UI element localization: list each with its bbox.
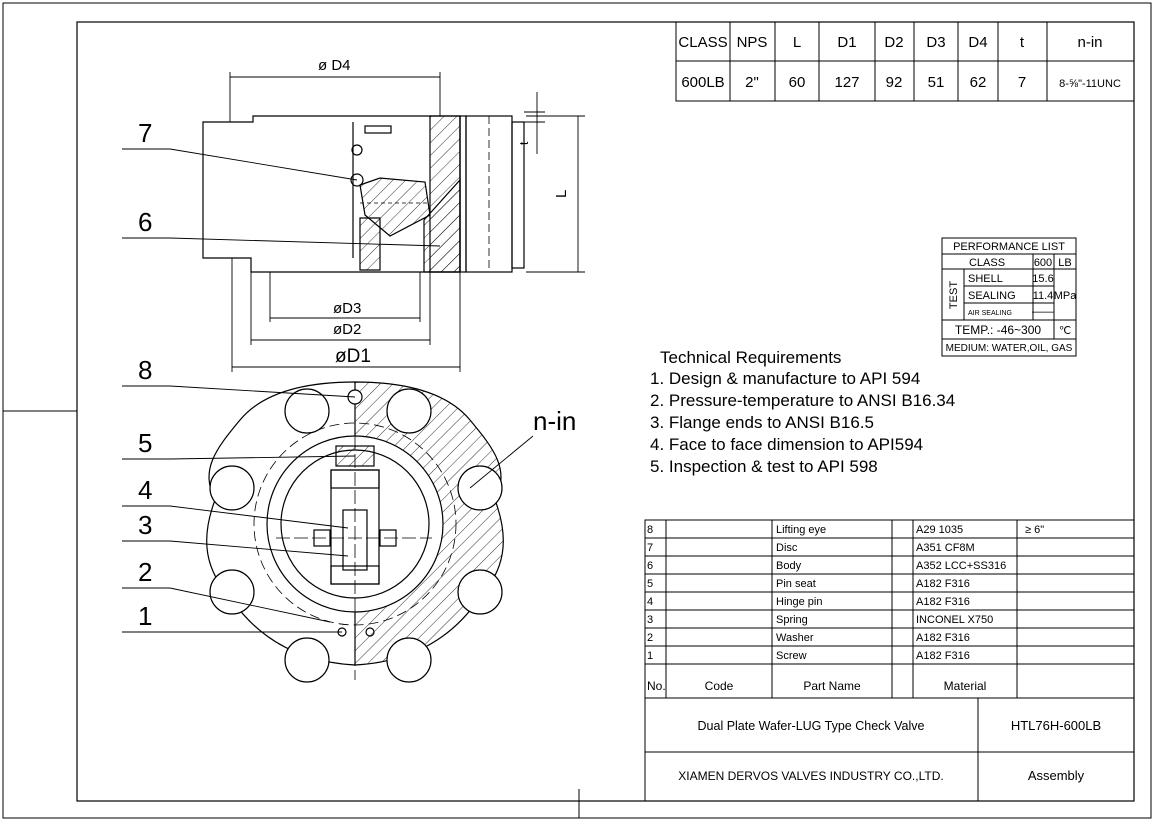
perf-temp: TEMP.: -46~300: [955, 323, 1041, 337]
bom-cell-no: 3: [647, 614, 653, 626]
bom-header-no: No.: [647, 679, 666, 693]
bom-cell-name: Spring: [776, 614, 808, 626]
requirement-3: 3. Flange ends to ANSI B16.5: [650, 413, 874, 432]
model-number: HTL76H-600LB: [1011, 718, 1101, 733]
bolt-holes: [209, 388, 503, 683]
bom-cell-no: 2: [647, 632, 653, 644]
bom-table: [644, 519, 1135, 802]
perf-temp-unit: ℃: [1059, 325, 1071, 337]
perf-class-label: CLASS: [969, 257, 1005, 269]
requirement-1: 1. Design & manufacture to API 594: [650, 369, 920, 388]
dim-header-nin: n-in: [1077, 34, 1102, 51]
bom-header-code: Code: [705, 679, 734, 693]
perf-air-label: AIR SEALING: [968, 310, 1012, 317]
bom-cell-material: A29 1035: [916, 524, 963, 536]
perf-test-label: TEST: [948, 281, 960, 309]
bom-cell-no: 7: [647, 542, 653, 554]
requirements-title: Technical Requirements: [660, 348, 841, 367]
bom-cell-name: Pin seat: [776, 578, 816, 590]
bom-header-material: Material: [944, 679, 987, 693]
callout-5: 5: [138, 428, 152, 458]
requirement-5: 5. Inspection & test to API 598: [650, 457, 878, 476]
dim-value-d2: 92: [886, 74, 903, 91]
bom-cell-no: 1: [647, 650, 653, 662]
label-d1: øD1: [335, 346, 371, 367]
dim-header-l: L: [793, 34, 801, 51]
dim-value-t: 7: [1018, 74, 1026, 91]
bom-cell-material: INCONEL X750: [916, 614, 993, 626]
bom-cell-note: ≥ 6": [1025, 524, 1044, 536]
callout-leaders: [122, 148, 441, 633]
dim-value-l: 60: [789, 74, 806, 91]
product-title: Dual Plate Wafer-LUG Type Check Valve: [698, 719, 925, 733]
callout-4: 4: [138, 475, 152, 505]
bom-cell-material: A182 F316: [916, 578, 970, 590]
bom-cell-material: A182 F316: [916, 650, 970, 662]
callout-2: 2: [138, 557, 152, 587]
dim-header-t: t: [1020, 34, 1025, 51]
bom-cell-no: 5: [647, 578, 653, 590]
perf-shell-label: SHELL: [968, 273, 1003, 285]
performance-table: [941, 237, 1077, 357]
label-t: t: [517, 141, 531, 145]
side-dimensions: [229, 72, 585, 372]
callout-1: 1: [138, 601, 152, 631]
dim-value-nps: 2": [745, 74, 759, 91]
requirement-2: 2. Pressure-temperature to ANSI B16.34: [650, 391, 955, 410]
callout-6: 6: [138, 207, 152, 237]
bom-cell-name: Body: [776, 560, 802, 572]
bom-cell-material: A351 CF8M: [916, 542, 975, 554]
dim-header-d4: D4: [968, 34, 987, 51]
bom-cell-name: Hinge pin: [776, 596, 822, 608]
dimension-table: [675, 21, 1135, 102]
sheet-type: Assembly: [1028, 768, 1085, 783]
perf-air-value: ——: [1032, 306, 1054, 318]
dim-value-class: 600LB: [681, 74, 724, 91]
perf-shell-value: 15.6: [1032, 273, 1053, 285]
perf-class-unit: LB: [1058, 257, 1071, 269]
bom-cell-material: A182 F316: [916, 596, 970, 608]
perf-pressure-unit: MPa: [1054, 290, 1078, 302]
label-d3: øD3: [333, 300, 361, 317]
bom-cell-no: 4: [647, 596, 653, 608]
perf-medium: MEDIUM: WATER,OIL, GAS: [946, 343, 1073, 354]
bom-header-part-name: Part Name: [803, 679, 861, 693]
bom-cell-material: A182 F316: [916, 632, 970, 644]
label-d2: øD2: [333, 321, 361, 338]
perf-title: PERFORMANCE LIST: [953, 241, 1065, 253]
bom-cell-name: Disc: [776, 542, 798, 554]
bom-cell-name: Lifting eye: [776, 524, 826, 536]
bom-cell-name: Washer: [776, 632, 814, 644]
perf-class-value: 600: [1034, 257, 1052, 269]
dim-value-nin: 8-⅝"-11UNC: [1059, 78, 1121, 90]
label-n-in: n-in: [533, 406, 576, 436]
n-in-leader: [469, 435, 534, 489]
bom-cell-no: 6: [647, 560, 653, 572]
company-name: XIAMEN DERVOS VALVES INDUSTRY CO.,LTD.: [678, 769, 943, 783]
front-view: [206, 381, 504, 680]
dim-value-d1: 127: [834, 74, 859, 91]
dim-value-d3: 51: [928, 74, 945, 91]
dim-value-d4: 62: [970, 74, 987, 91]
dim-header-d2: D2: [884, 34, 903, 51]
bom-cell-no: 8: [647, 524, 653, 536]
callout-7: 7: [138, 118, 152, 148]
bom-cell-material: A352 LCC+SS316: [916, 560, 1006, 572]
perf-sealing-label: SEALING: [968, 290, 1016, 302]
callout-8: 8: [138, 355, 152, 385]
perf-sealing-value: 11.4: [1033, 290, 1054, 302]
dim-header-d3: D3: [926, 34, 945, 51]
requirement-4: 4. Face to face dimension to API594: [650, 435, 923, 454]
dim-header-d1: D1: [837, 34, 856, 51]
bom-cell-name: Screw: [776, 650, 807, 662]
dim-header-class: CLASS: [678, 34, 727, 51]
label-d4: ø D4: [318, 57, 351, 74]
label-l: L: [553, 190, 570, 198]
side-section-view: [202, 115, 525, 273]
dim-header-nps: NPS: [737, 34, 768, 51]
callout-3: 3: [138, 510, 152, 540]
